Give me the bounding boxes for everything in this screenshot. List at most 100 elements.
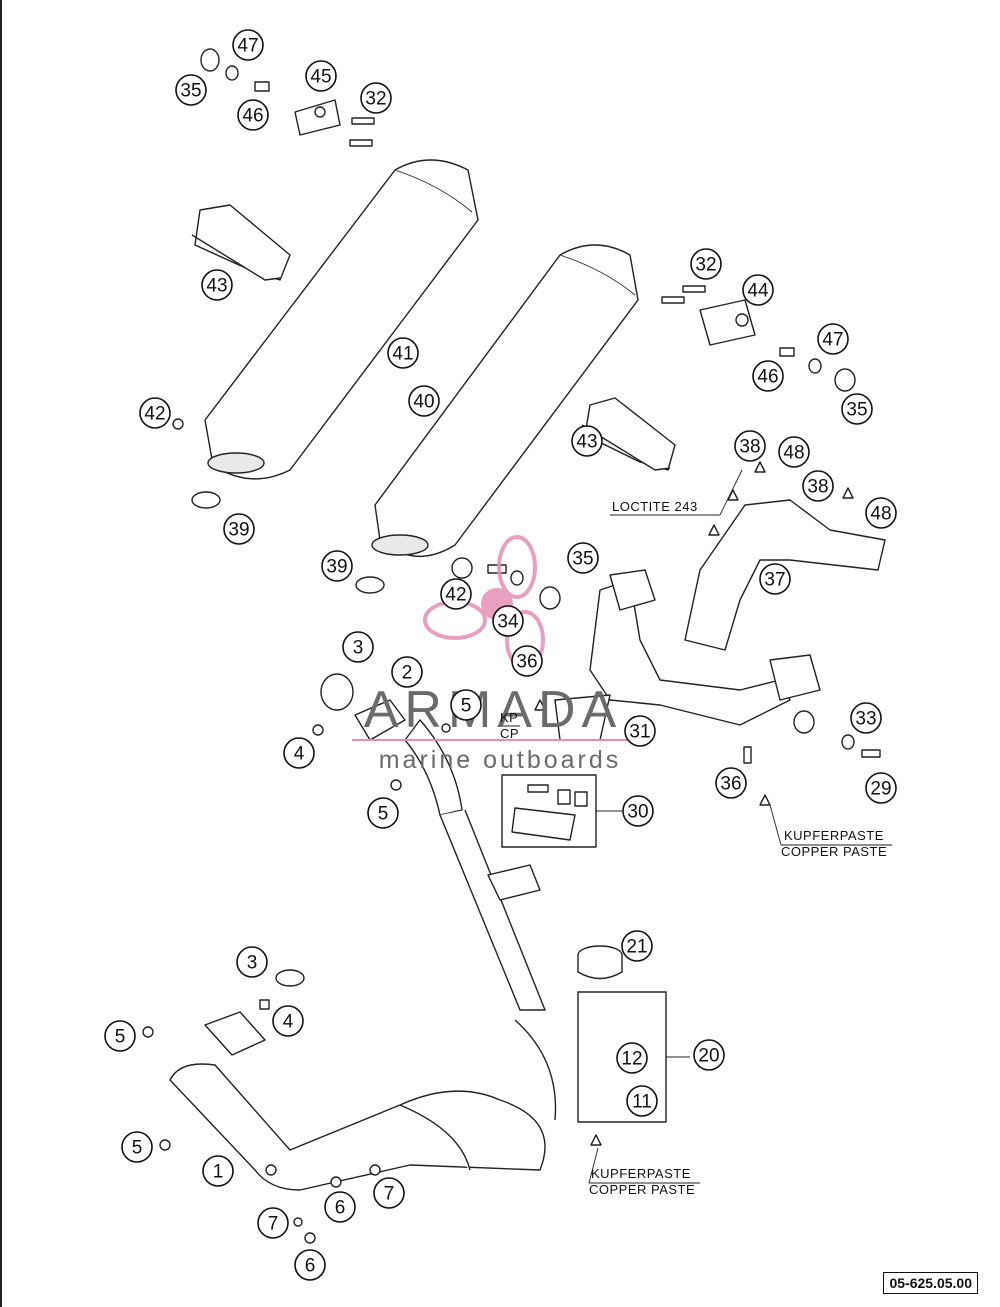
callout-circle <box>742 274 774 306</box>
callout-number: 5 <box>115 1027 126 1048</box>
drawing-code-label: 05-625.05.00 <box>883 1272 978 1294</box>
callout-5: 5 <box>367 797 399 829</box>
callout-number: 39 <box>228 520 249 541</box>
watermark-tagline: marine outboards <box>379 746 622 774</box>
cp-note: CP <box>500 726 519 741</box>
callout-36: 36 <box>511 645 543 677</box>
callout-42: 42 <box>139 397 171 429</box>
gaskets-and-flanges <box>191 491 406 1056</box>
callout-number: 32 <box>695 255 716 276</box>
fasteners <box>142 48 881 1244</box>
callout-circle <box>690 248 722 280</box>
callout-number: 39 <box>326 557 347 578</box>
callout-number: 43 <box>576 432 597 453</box>
callout-43: 43 <box>571 425 603 457</box>
callout-5: 5 <box>121 1131 153 1163</box>
callout-circle <box>450 689 482 721</box>
callout-circle <box>624 715 656 747</box>
collector-31 <box>554 569 821 741</box>
callout-46: 46 <box>752 360 784 392</box>
callout-6: 6 <box>294 1249 326 1281</box>
callout-37: 37 <box>759 563 791 595</box>
callout-35: 35 <box>567 542 599 574</box>
callout-circle <box>360 82 392 114</box>
callout-circle <box>511 645 543 677</box>
callout-circle <box>387 337 419 369</box>
callout-5: 5 <box>104 1020 136 1052</box>
callout-20: 20 <box>693 1039 725 1071</box>
callout-number: 3 <box>247 953 258 974</box>
copper-paste-note-right: COPPER PASTE <box>781 844 887 859</box>
callout-circle <box>202 1155 234 1187</box>
callout-number: 6 <box>335 1198 346 1219</box>
callout-circle <box>616 1042 648 1074</box>
callout-circle <box>139 397 171 429</box>
callout-circle <box>373 1177 405 1209</box>
callout-11: 11 <box>626 1085 658 1117</box>
callout-circle <box>342 631 374 663</box>
callout-number: 43 <box>206 276 227 297</box>
callout-3: 3 <box>342 631 374 663</box>
callout-number: 11 <box>632 1092 652 1113</box>
callout-circle <box>391 656 423 688</box>
callout-36: 36 <box>715 767 747 799</box>
callout-circle <box>715 767 747 799</box>
callout-circle <box>802 470 834 502</box>
callout-32: 32 <box>360 82 392 114</box>
callout-circle <box>492 605 524 637</box>
callout-circle <box>223 513 255 545</box>
callout-circle <box>865 772 897 804</box>
callout-number: 35 <box>180 81 201 102</box>
callout-circle <box>567 542 599 574</box>
callout-6: 6 <box>324 1191 356 1223</box>
callout-33: 33 <box>850 702 882 734</box>
callout-number: 45 <box>310 67 331 88</box>
callout-number: 40 <box>413 392 434 413</box>
callout-circle <box>104 1020 136 1052</box>
callout-number: 35 <box>846 400 867 421</box>
callout-number: 1 <box>213 1162 224 1183</box>
callout-number: 30 <box>627 802 648 823</box>
callout-48: 48 <box>865 497 897 529</box>
callout-3: 3 <box>236 946 268 978</box>
callout-number: 4 <box>294 744 305 765</box>
callout-circle <box>175 74 207 106</box>
callout-41: 41 <box>387 337 419 369</box>
callout-number: 31 <box>629 722 650 743</box>
callout-number: 7 <box>384 1184 395 1205</box>
callout-circle <box>201 269 233 301</box>
callout-42: 42 <box>440 578 472 610</box>
callout-number: 35 <box>572 549 593 570</box>
callout-circle <box>734 430 766 462</box>
kp-note: KP <box>500 710 518 725</box>
clamp-44 <box>699 299 756 346</box>
callout-number: 32 <box>365 89 386 110</box>
callout-47: 47 <box>232 29 264 61</box>
callout-38: 38 <box>802 470 834 502</box>
callout-47: 47 <box>817 323 849 355</box>
callout-46: 46 <box>237 99 269 131</box>
callout-43: 43 <box>201 269 233 301</box>
callout-circle <box>272 1005 304 1037</box>
callout-circle <box>817 323 849 355</box>
callout-number: 44 <box>747 281 769 302</box>
callout-35: 35 <box>841 393 873 425</box>
callout-32: 32 <box>690 248 722 280</box>
callout-21: 21 <box>621 930 653 962</box>
callout-circle <box>621 930 653 962</box>
callout-circle <box>121 1131 153 1163</box>
callout-circle <box>367 797 399 829</box>
header-pipe-upper <box>404 719 546 1011</box>
callout-circle <box>294 1249 326 1281</box>
callout-5: 5 <box>450 689 482 721</box>
callout-number: 21 <box>626 937 647 958</box>
callout-number: 5 <box>461 696 472 717</box>
callout-12: 12 <box>616 1042 648 1074</box>
callout-number: 29 <box>870 779 891 800</box>
muffler-41 <box>204 159 479 480</box>
callout-number: 46 <box>757 367 778 388</box>
callout-circle <box>440 578 472 610</box>
callout-number: 6 <box>305 1256 316 1277</box>
clamp-45 <box>294 99 341 136</box>
header-pipe-1 <box>169 1019 557 1191</box>
